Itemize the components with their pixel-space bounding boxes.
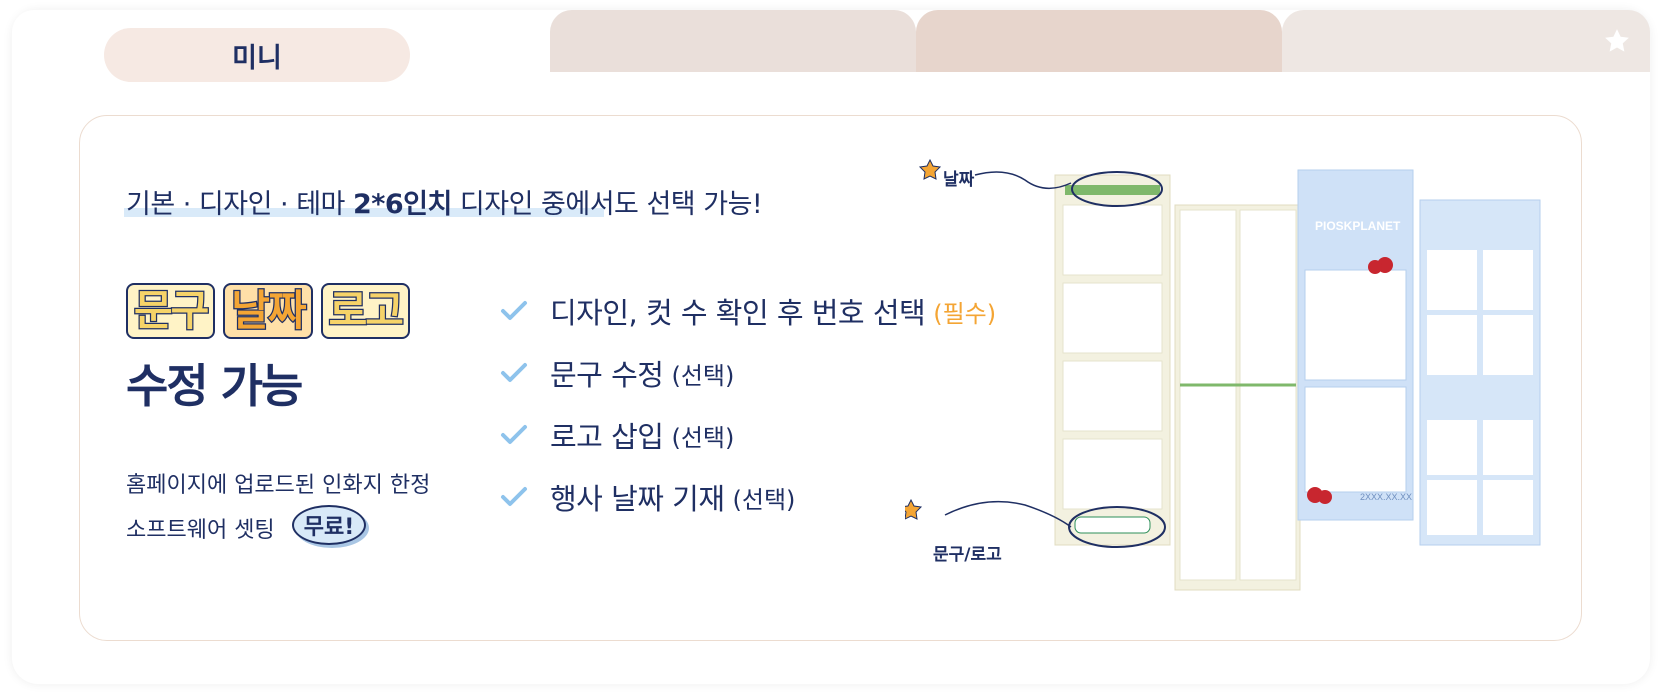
tab-2[interactable] <box>550 10 916 72</box>
checklist-note: (선택) <box>732 485 796 514</box>
editable-badges: 문구 날짜 로고 <box>126 283 410 339</box>
headline-size: 2*6인치 <box>352 189 452 220</box>
editable-caption: 수정 가능 <box>126 359 303 413</box>
badge-text: 문구 <box>126 283 216 339</box>
checklist-text: 디자인, 컷 수 확인 후 번호 선택 <box>550 296 926 330</box>
star-icon <box>1605 29 1629 52</box>
frame-illustration: PIOSKPLANET 2XXX.XX.XX <box>899 158 1541 591</box>
promo-line-1: 홈페이지에 업로드된 인화지 한정 <box>126 473 431 498</box>
badge-logo: 로고 <box>320 283 410 339</box>
logo-callout-ring <box>1068 506 1166 548</box>
checklist-text: 행사 날짜 기재 <box>550 482 725 516</box>
checklist-note: (선택) <box>671 361 735 390</box>
frame-date: 2XXX.XX.XX <box>1360 492 1412 502</box>
callout-date: 날짜 <box>943 170 975 190</box>
tab-mini-label: 미니 <box>104 28 410 82</box>
check-icon <box>501 425 527 444</box>
promo-line-2: 소프트웨어 셋팅 <box>126 518 275 543</box>
check-icon <box>501 487 527 506</box>
green-frame-tall <box>1054 174 1171 546</box>
frame-samples: PIOSKPLANET 2XXX.XX.XX 날짜 문구/로고 <box>899 155 1545 595</box>
green-frame-double <box>1174 204 1301 591</box>
frame-brand: PIOSKPLANET <box>1315 219 1401 233</box>
checklist-item: 문구 수정 (선택) <box>500 352 734 394</box>
date-callout-ring <box>1071 171 1163 207</box>
checklist-item: 행사 날짜 기재 (선택) <box>500 476 795 518</box>
logo-star-icon <box>899 498 923 520</box>
checklist-text: 로고 삽입 <box>550 420 664 454</box>
blue-4cut-frame <box>1419 199 1541 546</box>
headline-highlight <box>124 208 604 217</box>
callout-logo: 문구/로고 <box>933 545 1002 565</box>
badge-date: 날짜 <box>223 283 313 339</box>
check-icon <box>501 301 527 320</box>
checklist-text: 문구 수정 <box>550 358 664 392</box>
checklist-item: 로고 삽입 (선택) <box>500 414 734 456</box>
check-icon <box>501 363 527 382</box>
blue-plaid-frame: PIOSKPLANET 2XXX.XX.XX <box>1297 169 1414 521</box>
headline: 기본 · 디자인 · 테마 2*6인치 디자인 중에서도 선택 가능! <box>126 182 763 221</box>
headline-part1: 기본 · 디자인 · 테마 <box>126 189 353 220</box>
tab-mini[interactable]: 미니 <box>12 10 550 82</box>
tab-3[interactable] <box>916 10 1282 72</box>
checklist-note: (선택) <box>671 423 735 452</box>
date-star-icon <box>918 158 942 180</box>
checklist-item: 디자인, 컷 수 확인 후 번호 선택 (필수) <box>500 290 996 332</box>
headline-part2: 디자인 중에서도 선택 가능! <box>451 189 763 220</box>
checklist-note-required: (필수) <box>933 299 997 328</box>
tab-4[interactable] <box>1282 10 1650 72</box>
free-badge: 무료! <box>292 505 366 545</box>
